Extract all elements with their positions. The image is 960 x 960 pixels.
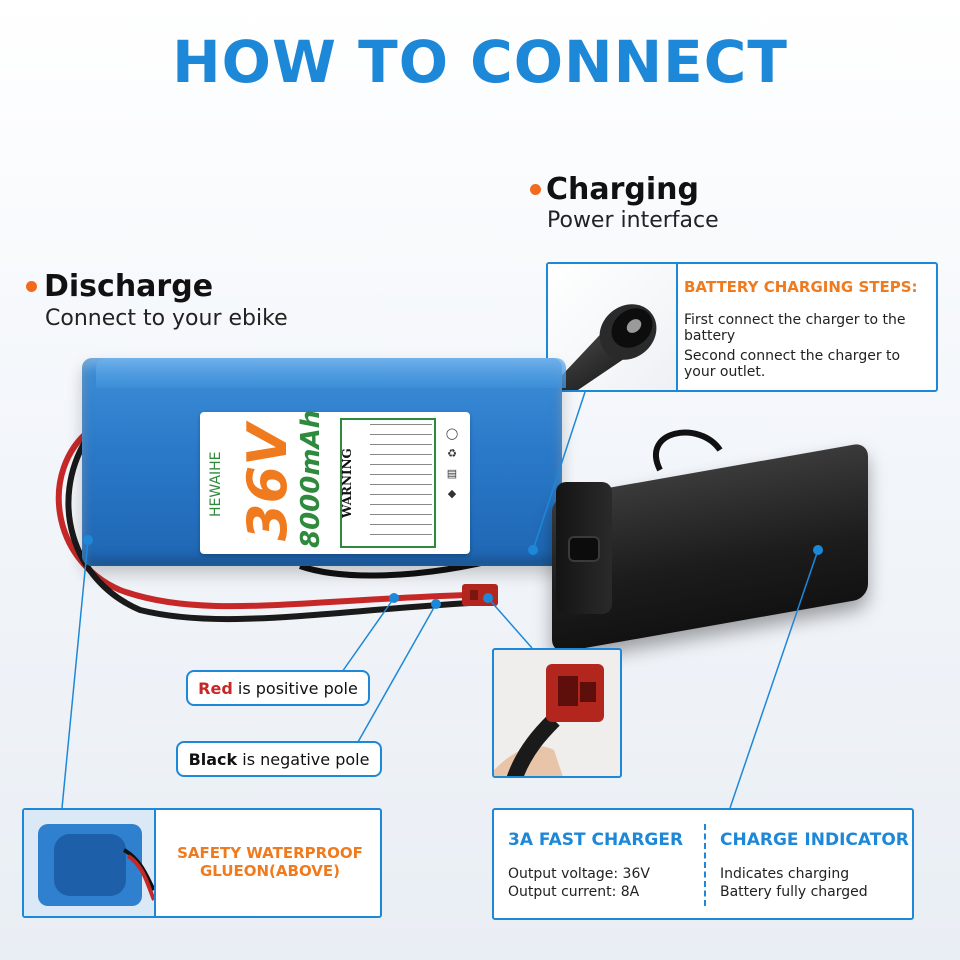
indicator-charging: Indicates charging	[720, 866, 850, 882]
certification-icons: ◯ ♻ ▤ ◆	[440, 424, 464, 544]
battery-top-face	[96, 358, 566, 388]
discharge-subheading: Connect to your ebike	[45, 306, 288, 331]
page-title: HOW TO CONNECT	[172, 28, 788, 96]
glued-battery-icon	[38, 824, 154, 906]
red-pole-highlight: Red	[198, 678, 233, 698]
t-plug-photo	[492, 648, 622, 778]
waterproof-title: SAFETY WATERPROOF GLUEON(ABOVE)	[164, 844, 376, 880]
t-plug-icon	[494, 664, 604, 776]
bullet-dot	[26, 281, 37, 292]
black-pole-highlight: Black	[188, 749, 238, 769]
fast-charger-heading: 3A FAST CHARGER	[508, 830, 684, 850]
glue-photo	[24, 810, 156, 916]
waterproof-panel: SAFETY WATERPROOF GLUEON(ABOVE)	[22, 808, 382, 918]
black-pole-text: is negative pole	[237, 749, 370, 769]
battery-label	[200, 412, 470, 554]
charging-heading: Charging	[546, 172, 700, 207]
bullet-dot	[530, 184, 541, 195]
indicator-full: Battery fully charged	[720, 884, 868, 900]
charge-indicator-heading: CHARGE INDICATOR	[720, 830, 909, 850]
discharge-heading: Discharge	[44, 269, 214, 304]
recycle-icon: ♻	[447, 448, 457, 460]
charging-subheading: Power interface	[547, 208, 719, 233]
charging-steps-heading: BATTERY CHARGING STEPS:	[684, 278, 918, 296]
charging-steps-panel: BATTERY CHARGING STEPS: First connect th…	[546, 262, 938, 392]
ce-mark-icon: ◯	[445, 428, 459, 440]
red-pole-callout: Red is positive pole	[186, 670, 370, 706]
output-voltage: Output voltage: 36V	[508, 866, 650, 882]
red-pole-text: is positive pole	[232, 678, 358, 698]
charging-step-2: Second connect the charger to your outle…	[684, 348, 901, 380]
warning-text-lines	[370, 424, 432, 542]
output-current: Output current: 8A	[508, 884, 640, 900]
ac-socket-icon	[568, 536, 600, 562]
dc-port-photo	[548, 264, 678, 390]
disposal-icon: ▤	[446, 468, 458, 480]
dc-plug-icon	[548, 304, 657, 390]
charging-step-1: First connect the charger to the battery	[684, 312, 906, 344]
waterproof-line-1: SAFETY WATERPROOF	[177, 844, 363, 862]
divider	[704, 824, 706, 906]
black-pole-callout: Black is negative pole	[176, 741, 382, 777]
charger-info-panel: 3A FAST CHARGER Output voltage: 36V Outp…	[492, 808, 914, 920]
fc-mark-icon: ◆	[447, 488, 457, 500]
waterproof-line-2: GLUEON(ABOVE)	[199, 862, 341, 880]
warning-box	[340, 418, 436, 548]
